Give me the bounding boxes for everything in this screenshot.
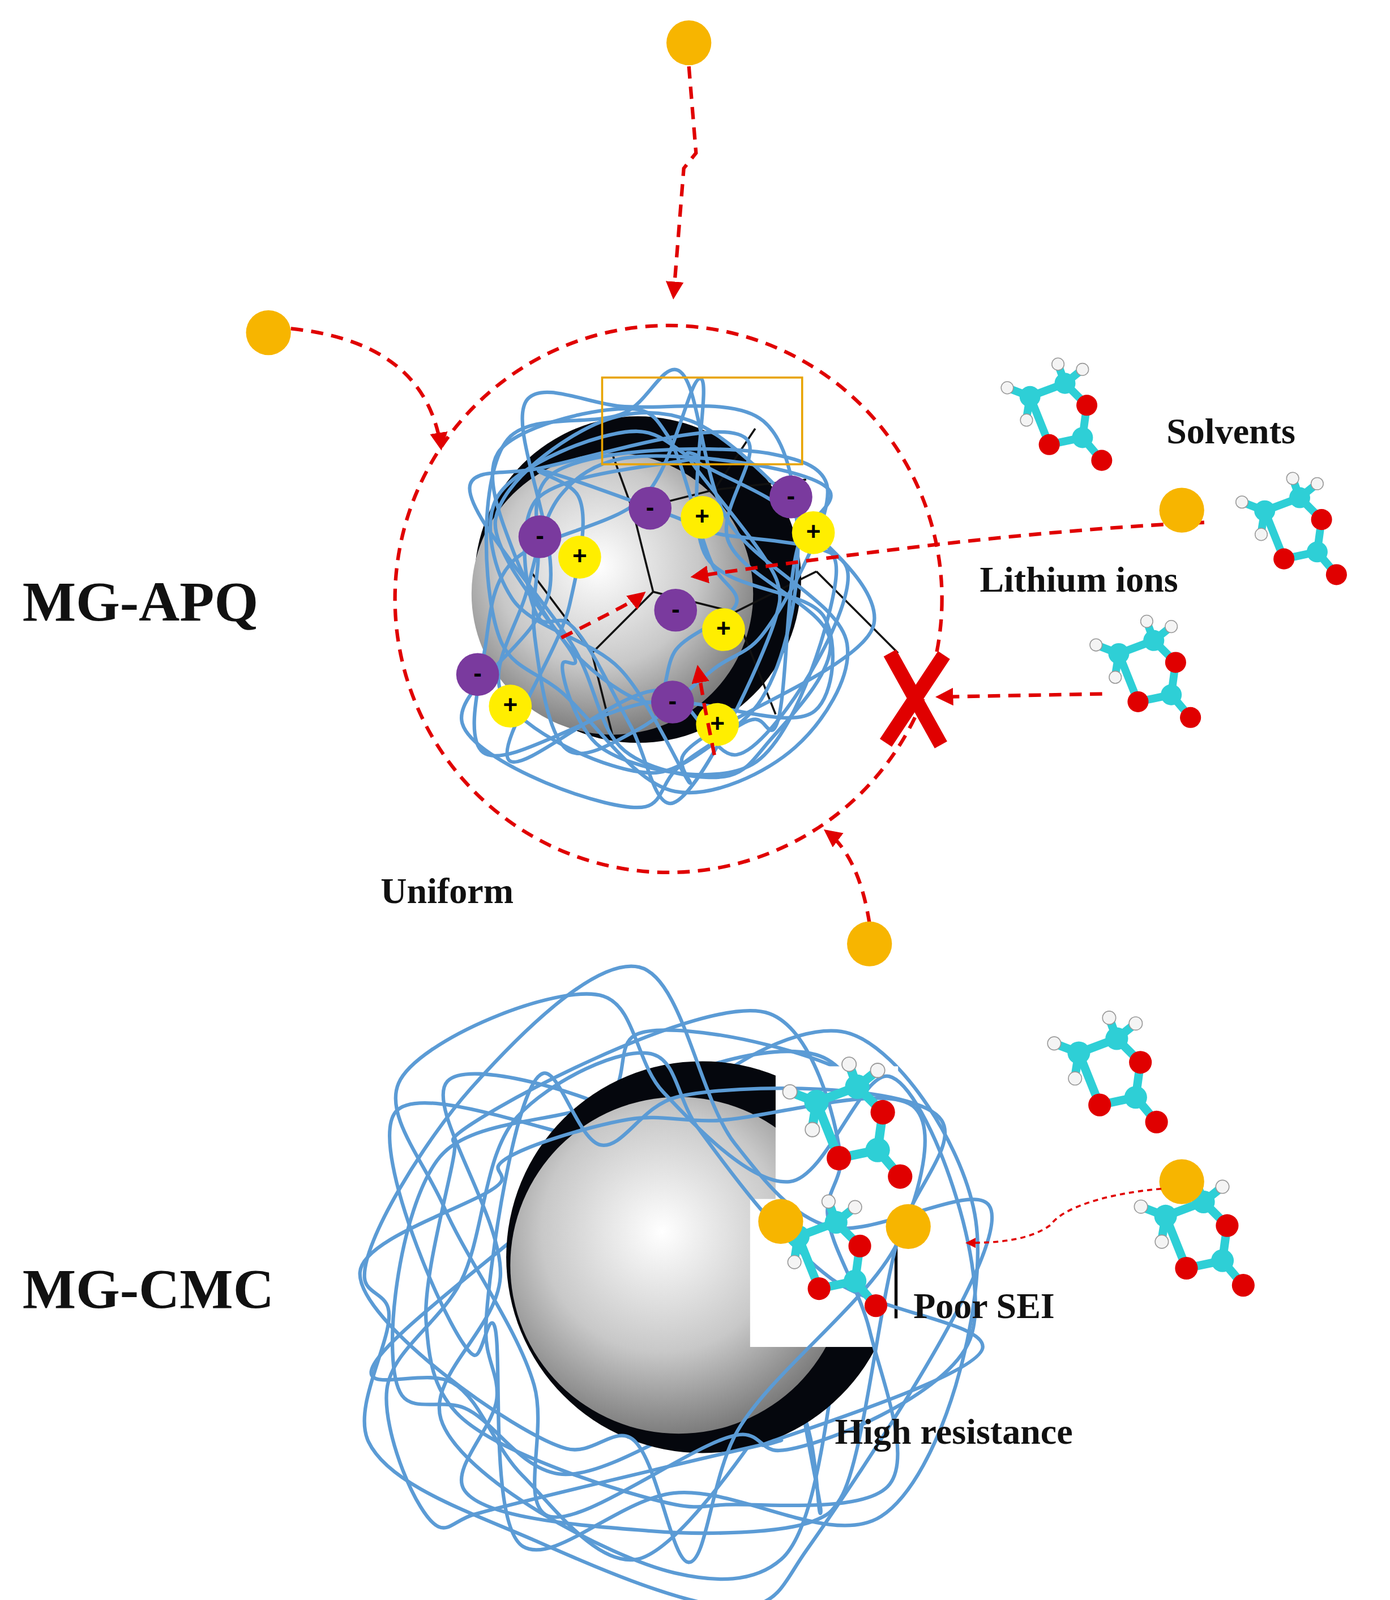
- charge-sign: -: [473, 661, 482, 687]
- binder-chain: [425, 1010, 898, 1507]
- binder-chains: [371, 1030, 978, 1580]
- binder-chain: [364, 966, 992, 1600]
- charge-sign: +: [572, 543, 588, 569]
- solvent-molecule: [1001, 357, 1347, 728]
- particle-label: MG-CMC: [22, 1260, 275, 1318]
- binder-chain: [495, 412, 837, 775]
- charge-sign: -: [535, 523, 545, 549]
- component-label: Lithium ions: [979, 561, 1178, 598]
- annotation-label: Poor SEI: [913, 1288, 1055, 1325]
- binder-chain: [389, 1031, 978, 1551]
- binder-chains: [461, 369, 875, 808]
- charge-sign: -: [646, 494, 655, 520]
- charge-sign: +: [502, 693, 518, 718]
- particle-label: MG-APQ: [22, 573, 259, 631]
- binder-chain: [469, 432, 831, 778]
- charge-groups: [456, 475, 836, 747]
- annotation-label: Uniform: [380, 873, 514, 910]
- binder-chain: [386, 1053, 983, 1529]
- binder-chain: [486, 369, 848, 793]
- binder-chain: [498, 455, 831, 773]
- ion-paths: [291, 66, 1205, 924]
- charge-sign: +: [806, 519, 821, 545]
- charge-sign: -: [671, 596, 680, 622]
- charge-sign: +: [716, 616, 731, 641]
- binder-chains: [360, 966, 992, 1600]
- component-label: Solvents: [1166, 413, 1296, 450]
- ion-path: [967, 1189, 1162, 1244]
- highlight-box: [601, 377, 802, 465]
- binder-chain: [490, 431, 875, 784]
- charge-sign: -: [787, 483, 796, 509]
- annotation-label: High resistance: [834, 1413, 1073, 1451]
- solvent-molecule: [767, 1011, 1255, 1317]
- blocked-mark: [886, 652, 945, 745]
- charge-sign: -: [668, 688, 678, 714]
- lithium-ion: [245, 20, 1204, 967]
- lithium-ion: [758, 1158, 1205, 1250]
- charge-sign: +: [710, 711, 725, 737]
- charge-sign: +: [694, 503, 710, 529]
- binder-chain: [506, 470, 848, 763]
